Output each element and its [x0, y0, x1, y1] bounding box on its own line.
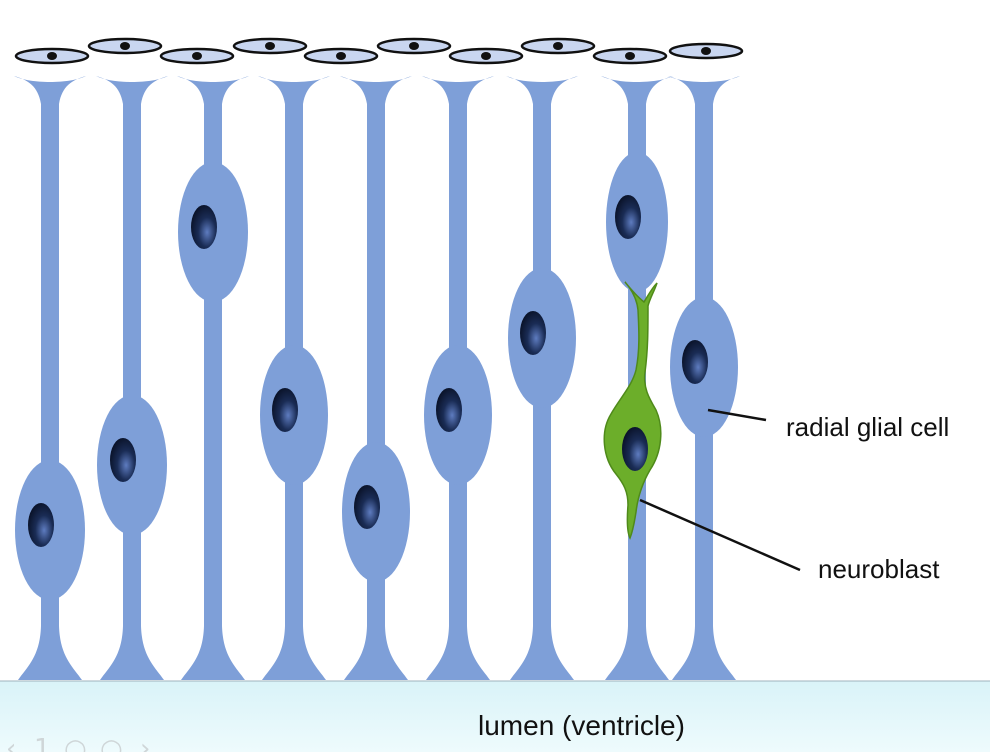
- glial-nucleus: [436, 388, 462, 432]
- slide-number-icon[interactable]: 1: [34, 736, 51, 752]
- glial-nucleus: [615, 195, 641, 239]
- chevron-left-icon[interactable]: ‹: [6, 736, 17, 752]
- radial-process: [340, 76, 412, 680]
- neuroblast-label: neuroblast: [818, 554, 940, 584]
- pial-cell-nucleus: [481, 52, 491, 60]
- neuroblast-leader-line: [639, 498, 801, 572]
- lumen-label: lumen (ventricle): [478, 710, 685, 741]
- radial-process: [96, 76, 168, 680]
- radial-glial-cell: [258, 76, 330, 680]
- pial-cell-nucleus: [625, 52, 635, 60]
- pial-cell-nucleus: [120, 42, 130, 50]
- pial-cell-nucleus: [192, 52, 202, 60]
- pial-cell-nucleus: [553, 42, 563, 50]
- radial-glial-cells: [14, 76, 740, 680]
- radial-glial-cell: [340, 76, 412, 680]
- radial-process: [177, 76, 249, 680]
- pial-cell-nucleus: [336, 52, 346, 60]
- pial-cell-nucleus: [265, 42, 275, 50]
- slide-nav-controls: ‹ 1 ○ ○ ›: [4, 736, 174, 752]
- glial-nucleus: [28, 503, 54, 547]
- pial-cell-nucleus: [409, 42, 419, 50]
- glial-nucleus: [272, 388, 298, 432]
- radial-glial-cell: [422, 76, 494, 680]
- glial-nucleus: [682, 340, 708, 384]
- radial-process: [14, 76, 86, 680]
- chevron-right-icon[interactable]: ›: [140, 736, 151, 752]
- glial-leader-line: [707, 408, 767, 422]
- pial-cell-layer: [14, 37, 744, 65]
- glial-nucleus: [191, 205, 217, 249]
- radial-glial-cell-label: radial glial cell: [786, 412, 950, 442]
- neuroblast-cell: [603, 281, 662, 540]
- radial-glial-cell: [506, 76, 578, 680]
- circle-icon[interactable]: ○: [64, 736, 87, 752]
- radial-glial-cell: [668, 76, 740, 680]
- glial-nucleus: [520, 311, 546, 355]
- glial-nucleus: [354, 485, 380, 529]
- glial-nucleus: [110, 438, 136, 482]
- circle-icon[interactable]: ○: [100, 736, 123, 752]
- lumen-region: [0, 681, 990, 752]
- pial-cell-nucleus: [701, 47, 711, 55]
- radial-glial-cell: [96, 76, 168, 680]
- pial-cell-nucleus: [47, 52, 57, 60]
- radial-glial-cell: [177, 76, 249, 680]
- neuroblast-nucleus: [622, 427, 648, 471]
- radial-glial-cell: [14, 76, 86, 680]
